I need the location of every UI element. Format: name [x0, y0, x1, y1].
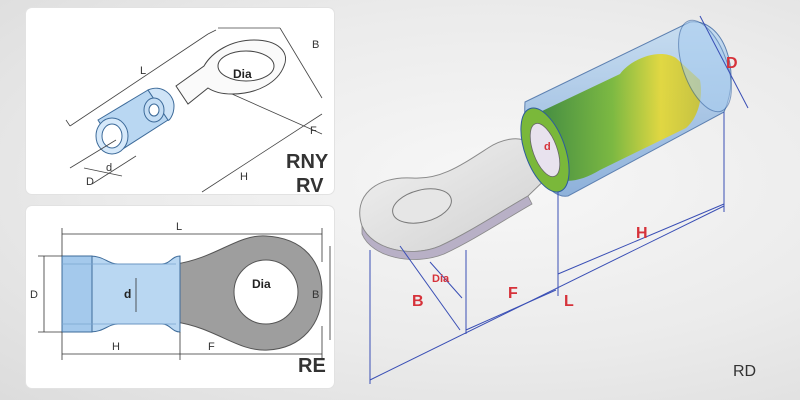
re-dim-h: H: [112, 341, 120, 353]
re-drawing: L B F H D d Dia RE: [30, 221, 331, 377]
rny-dimension-lines: [65, 27, 323, 193]
rd-dim-h: H: [636, 225, 648, 242]
re-dim-l: L: [176, 221, 182, 233]
insulation-sleeve: [95, 87, 175, 155]
rny-rv-panel: L B F H D d Dia RNY RV: [26, 8, 334, 194]
rd-dim-f: F: [508, 285, 518, 302]
re-dim-f: F: [208, 341, 215, 353]
rny-dim-d-inner: d: [106, 162, 112, 174]
ring-tongue: [175, 39, 286, 105]
rd-ring-tongue: [359, 138, 556, 260]
re-code: RE: [298, 355, 326, 377]
rd-dim-d-inner: d: [544, 141, 551, 153]
re-ring-tongue: [175, 235, 323, 351]
rny-dim-f: F: [310, 125, 317, 137]
rd-dim-b: B: [412, 293, 424, 310]
rd-code: RD: [733, 363, 756, 380]
re-dim-d-inner: d: [124, 287, 131, 301]
re-panel: L B F H D d Dia RE: [26, 206, 334, 388]
re-dimension-lines: [38, 228, 331, 360]
rd-insulation-sleeve: [520, 19, 732, 197]
rd-dim-dia: Dia: [432, 273, 450, 285]
re-dim-b: B: [312, 289, 319, 301]
re-dim-dia: Dia: [252, 277, 271, 291]
rny-code: RNY: [286, 151, 329, 173]
rv-code: RV: [296, 175, 324, 194]
rny-dim-l: L: [140, 65, 146, 77]
rd-dim-l: L: [564, 293, 574, 310]
rd-dimension-lines: [369, 15, 749, 384]
rny-dim-b: B: [312, 39, 319, 51]
rny-dim-d-outer: D: [86, 176, 94, 188]
re-dim-d-outer: D: [30, 289, 38, 301]
rny-dim-h: H: [240, 171, 248, 183]
rny-rv-drawing: L B F H D d Dia RNY RV: [65, 27, 329, 194]
rd-dim-d-outer: D: [726, 55, 738, 72]
re-insulation-sleeve: [61, 255, 181, 333]
rny-dim-dia: Dia: [233, 67, 252, 81]
